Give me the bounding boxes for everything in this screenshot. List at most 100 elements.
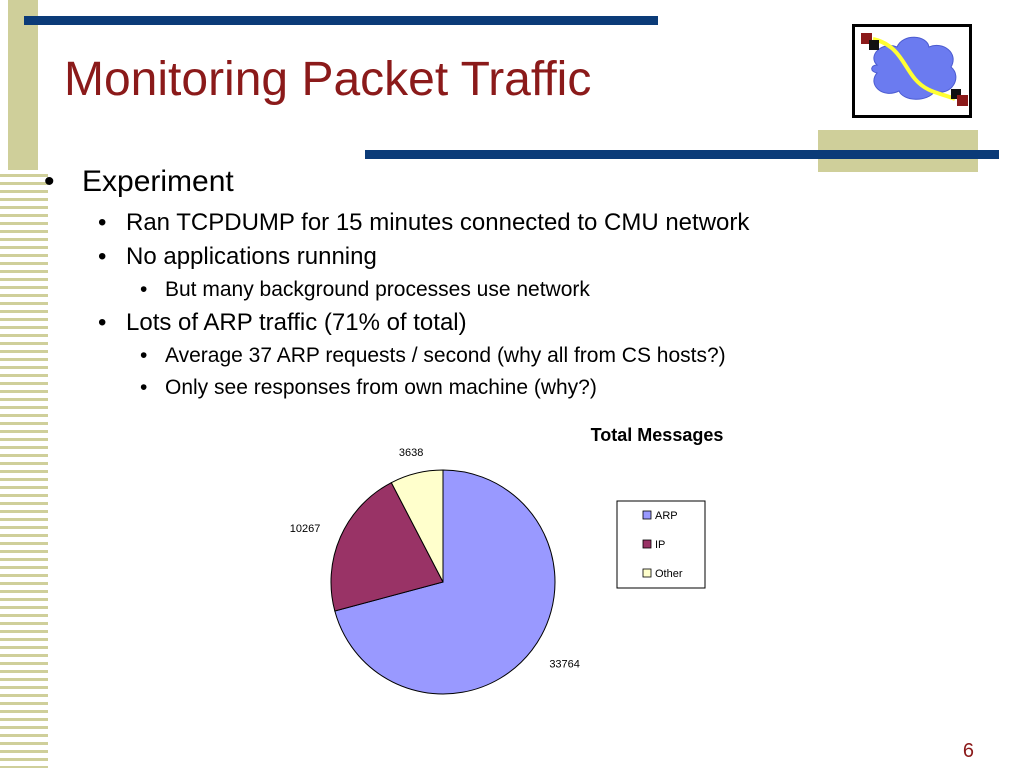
stripe-line (0, 710, 48, 713)
chart-legend: ARP IP Other (616, 500, 706, 589)
stripe-line (0, 510, 48, 513)
stripe-line (0, 382, 48, 385)
bullet-text: Ran TCPDUMP for 15 minutes connected to … (126, 209, 750, 236)
stripe-line (0, 702, 48, 705)
legend-label-other: Other (655, 568, 683, 580)
bullet-marker: • (98, 209, 107, 236)
bullet-marker: • (44, 165, 55, 198)
pie-slice-arp (334, 469, 556, 695)
stripe-line (0, 726, 48, 729)
bullet-marker: • (140, 344, 148, 367)
stripe-line (0, 350, 48, 353)
legend-swatch-ip (642, 539, 652, 549)
stripe-line (0, 478, 48, 481)
stripe-line (0, 318, 48, 321)
bullet-no-applications: • No applications running (40, 240, 1000, 274)
bullet-marker: • (140, 278, 148, 301)
stripe-line (0, 654, 48, 657)
bullet-own-machine: • Only see responses from own machine (w… (40, 372, 1000, 404)
stripe-line (0, 566, 48, 569)
bullet-text: But many background processes use networ… (165, 278, 590, 301)
stripe-line (0, 406, 48, 409)
pie-slice-ip (330, 481, 444, 612)
stripe-line (0, 230, 48, 233)
bullet-text: No applications running (126, 243, 377, 270)
stripe-line (0, 526, 48, 529)
bullet-arp-requests: • Average 37 ARP requests / second (why … (40, 340, 1000, 372)
stripe-line (0, 182, 48, 185)
stripe-line (0, 574, 48, 577)
stripe-line (0, 606, 48, 609)
bullet-marker: • (98, 309, 107, 336)
bullet-background-processes: • But many background processes use netw… (40, 274, 1000, 306)
stripe-line (0, 430, 48, 433)
stripe-line (0, 518, 48, 521)
stripe-line (0, 734, 48, 737)
stripe-line (0, 550, 48, 553)
pie-slices (330, 469, 556, 695)
stripe-line (0, 358, 48, 361)
bullet-experiment: • Experiment (40, 164, 1000, 206)
network-logo (852, 24, 972, 118)
stripe-line (0, 454, 48, 457)
stripe-line (0, 238, 48, 241)
stripe-line (0, 366, 48, 369)
stripe-line (0, 246, 48, 249)
bullet-list: • Experiment • Ran TCPDUMP for 15 minute… (40, 164, 1000, 404)
stripe-line (0, 486, 48, 489)
stripe-line (0, 334, 48, 337)
bullet-text: Experiment (82, 165, 234, 198)
stripe-line (0, 742, 48, 745)
pie-slice-other (390, 469, 444, 583)
stripe-line (0, 198, 48, 201)
bullet-ran-tcpdump: • Ran TCPDUMP for 15 minutes connected t… (40, 206, 1000, 240)
data-label-arp: 33764 (549, 659, 580, 671)
middle-accent-bar (365, 150, 999, 159)
stripe-line (0, 582, 48, 585)
legend-swatch-other (642, 568, 652, 578)
network-cloud-icon (861, 33, 968, 106)
stripe-line (0, 342, 48, 345)
stripe-line (0, 462, 48, 465)
stripe-line (0, 294, 48, 297)
stripe-line (0, 414, 48, 417)
stripe-line (0, 398, 48, 401)
legend-box (616, 500, 706, 589)
page-number: 6 (962, 740, 974, 762)
stripe-line (0, 558, 48, 561)
stripe-line (0, 686, 48, 689)
stripe-line (0, 670, 48, 673)
legend-label-arp: ARP (655, 510, 678, 522)
top-accent-bar (24, 16, 658, 25)
stripe-line (0, 542, 48, 545)
stripe-line (0, 470, 48, 473)
stripe-line (0, 422, 48, 425)
legend-swatch-arp (642, 510, 652, 520)
stripe-line (0, 638, 48, 641)
bullet-marker: • (98, 243, 107, 270)
bullet-text: Average 37 ARP requests / second (why al… (165, 344, 726, 367)
bullet-text: Only see responses from own machine (why… (165, 376, 597, 399)
stripe-line (0, 766, 48, 768)
stripe-line (0, 718, 48, 721)
legend-label-ip: IP (655, 539, 665, 551)
bullet-marker: • (140, 376, 148, 399)
stripe-line (0, 190, 48, 193)
stripe-line (0, 302, 48, 305)
stripe-line (0, 630, 48, 633)
chart-title: Total Messages (591, 425, 724, 445)
stripe-line (0, 214, 48, 217)
stripe-line (0, 222, 48, 225)
slide-title: Monitoring Packet Traffic (64, 53, 592, 106)
stripe-line (0, 446, 48, 449)
stripe-line (0, 390, 48, 393)
stripe-line (0, 534, 48, 537)
stripe-line (0, 614, 48, 617)
stripe-line (0, 678, 48, 681)
stripe-line (0, 270, 48, 273)
stripe-line (0, 278, 48, 281)
stripe-line (0, 694, 48, 697)
stripe-line (0, 262, 48, 265)
